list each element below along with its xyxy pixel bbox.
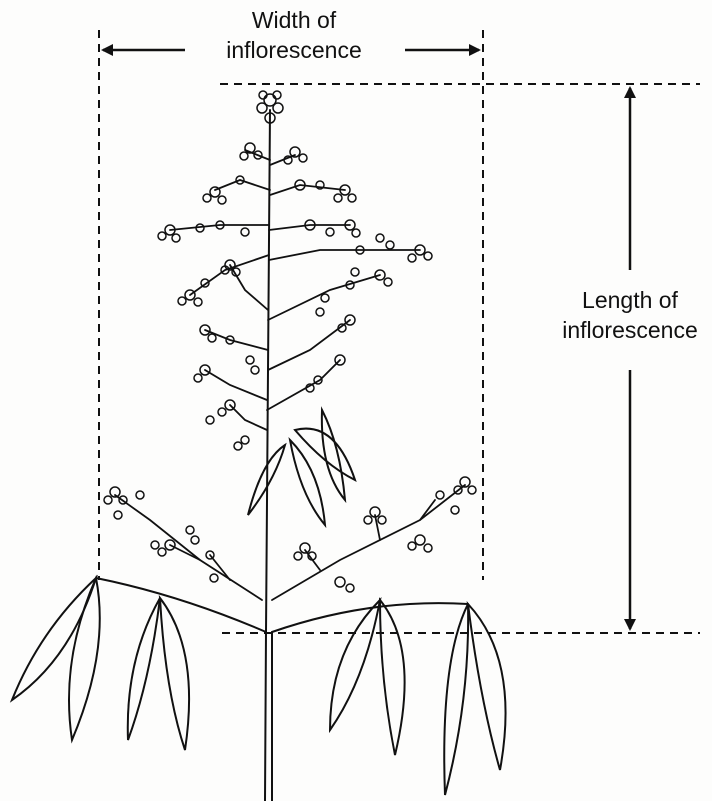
- width-label-line1: Width of: [252, 7, 337, 33]
- main-stem: [265, 110, 272, 801]
- length-label-line1: Length of: [582, 287, 679, 313]
- length-label-line2: inflorescence: [562, 317, 698, 343]
- lower-leaves: [12, 578, 506, 795]
- panicle-branches: [115, 150, 465, 600]
- plant-illustration: [12, 91, 506, 801]
- width-label-line2: inflorescence: [226, 37, 362, 63]
- flower-clusters: [104, 91, 476, 592]
- upper-leaves: [248, 410, 355, 525]
